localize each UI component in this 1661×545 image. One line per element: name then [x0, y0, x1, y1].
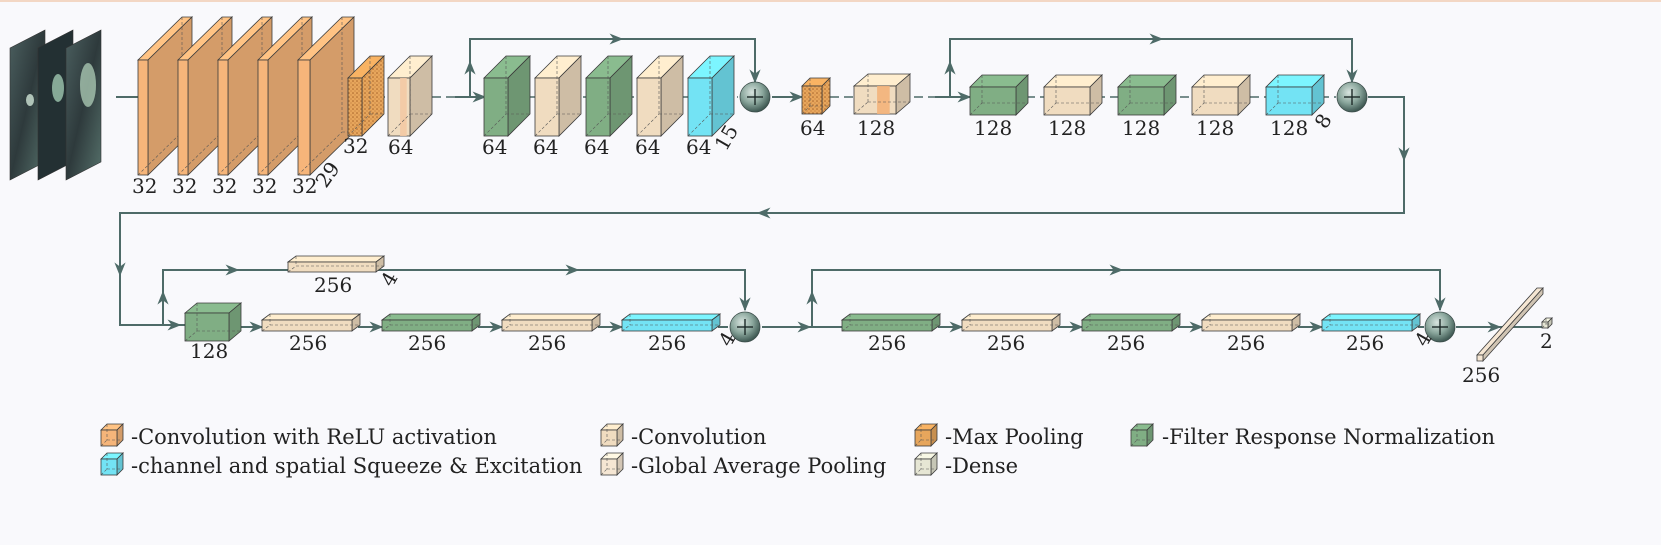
- block3-layer-1: [183, 302, 243, 342]
- block3-label-5: 256: [648, 331, 686, 355]
- legend-label-frn: -Filter Response Normalization: [1162, 425, 1495, 449]
- res2-label-4: 128: [1196, 116, 1234, 140]
- layer-blocks: [137, 16, 1553, 363]
- res2-label-2: 128: [1048, 116, 1086, 140]
- maxpool-cube-icon: [914, 423, 938, 447]
- legend-label-maxpool: -Max Pooling: [945, 425, 1084, 449]
- block3-label-3: 256: [408, 331, 446, 355]
- row1-labels: 32 32 32 32 32 29 32 64 64 64 64 64 64 1…: [132, 109, 1337, 198]
- add-node-1: [739, 81, 771, 113]
- dense-label: 2: [1540, 329, 1553, 353]
- conv-relu-label-2: 32: [172, 174, 197, 198]
- legend-label-conv: -Convolution: [631, 425, 766, 449]
- legend-label-gap: -Global Average Pooling: [631, 454, 886, 478]
- res2-layer-1: [969, 74, 1029, 116]
- block4-label-5: 256: [1346, 331, 1384, 355]
- res1-layer-5: [687, 55, 735, 137]
- gap-layer: [1476, 286, 1544, 363]
- maxpool-layer-1: [347, 55, 385, 137]
- block3-layer-4: [500, 313, 602, 332]
- block4-label-1: 256: [868, 331, 906, 355]
- add-node-3: [729, 311, 761, 343]
- res1-label-3: 64: [584, 135, 609, 159]
- gap-label: 256: [1462, 363, 1500, 387]
- conv-cube-icon: [600, 423, 624, 447]
- res1-label-1: 64: [482, 135, 507, 159]
- res1-label-4: 64: [635, 135, 660, 159]
- conv-relu-label-5: 32: [292, 174, 317, 198]
- block4-label-4: 256: [1227, 331, 1265, 355]
- add-node-2: [1336, 81, 1368, 113]
- block3-layer-3: [380, 313, 482, 332]
- dense-cube-icon: [914, 452, 938, 476]
- res1-layer-1: [483, 55, 531, 137]
- gap-cube-icon: [600, 452, 624, 476]
- legend-icons: [100, 423, 1154, 476]
- block4-layer-5: [1320, 313, 1422, 332]
- block3-label-2: 256: [289, 331, 327, 355]
- res1-layer-3: [585, 55, 633, 137]
- legend-label-dense: -Dense: [945, 454, 1018, 478]
- conv1-label: 64: [388, 135, 413, 159]
- res2-layer-4: [1191, 74, 1251, 116]
- maxpool1-label: 32: [343, 134, 368, 158]
- block3-label-1: 128: [190, 339, 228, 363]
- block4-label-2: 256: [987, 331, 1025, 355]
- block3-label-4: 256: [528, 331, 566, 355]
- res1-layer-2: [534, 55, 582, 137]
- maxpool-layer-2: [801, 77, 831, 115]
- legend-label-conv-relu: -Convolution with ReLU activation: [131, 425, 497, 449]
- res2-side-label: 8: [1310, 109, 1337, 132]
- res2-layer-3: [1117, 74, 1177, 116]
- frn-cube-icon: [1130, 423, 1154, 447]
- res2-layer-5: [1265, 74, 1325, 116]
- conv2-label: 128: [857, 116, 895, 140]
- conv-relu-label-3: 32: [212, 174, 237, 198]
- res2-label-3: 128: [1122, 116, 1160, 140]
- block4-layer-4: [1200, 313, 1302, 332]
- conv-layer-2: [852, 73, 912, 115]
- conv-relu-layer-5: [297, 16, 355, 176]
- skip-label: 256: [314, 273, 352, 297]
- block4-layer-1: [840, 313, 942, 332]
- res1-layer-4: [636, 55, 684, 137]
- block4-layer-2: [960, 313, 1062, 332]
- res2-label-1: 128: [974, 116, 1012, 140]
- top-border: [0, 0, 1661, 2]
- conv-relu-label-1: 32: [132, 174, 157, 198]
- conv-relu-cube-icon: [100, 423, 124, 447]
- row2-labels: 256 4 128 256 256 256 256 4 256 256 256 …: [190, 267, 1553, 387]
- add-node-4: [1424, 311, 1456, 343]
- input-images: [9, 29, 102, 181]
- block4-label-3: 256: [1107, 331, 1145, 355]
- legend-label-se: -channel and spatial Squeeze & Excitatio…: [131, 454, 582, 478]
- res1-label-5: 64: [686, 135, 711, 159]
- maxpool2-label: 64: [800, 116, 825, 140]
- conv-relu-label-4: 32: [252, 174, 277, 198]
- addition-nodes: [729, 81, 1456, 343]
- res1-label-2: 64: [533, 135, 558, 159]
- res2-layer-2: [1043, 74, 1103, 116]
- dense-layer: [1541, 317, 1553, 329]
- block3-layer-2: [260, 313, 362, 332]
- legend: -Convolution with ReLU activation -Convo…: [131, 425, 1495, 478]
- se-cube-icon: [100, 452, 124, 476]
- conv-layer-1: [387, 55, 433, 137]
- block4-layer-3: [1080, 313, 1182, 332]
- block3-layer-5: [620, 313, 722, 332]
- res2-label-5: 128: [1270, 116, 1308, 140]
- skip-conv-layer: [286, 255, 386, 273]
